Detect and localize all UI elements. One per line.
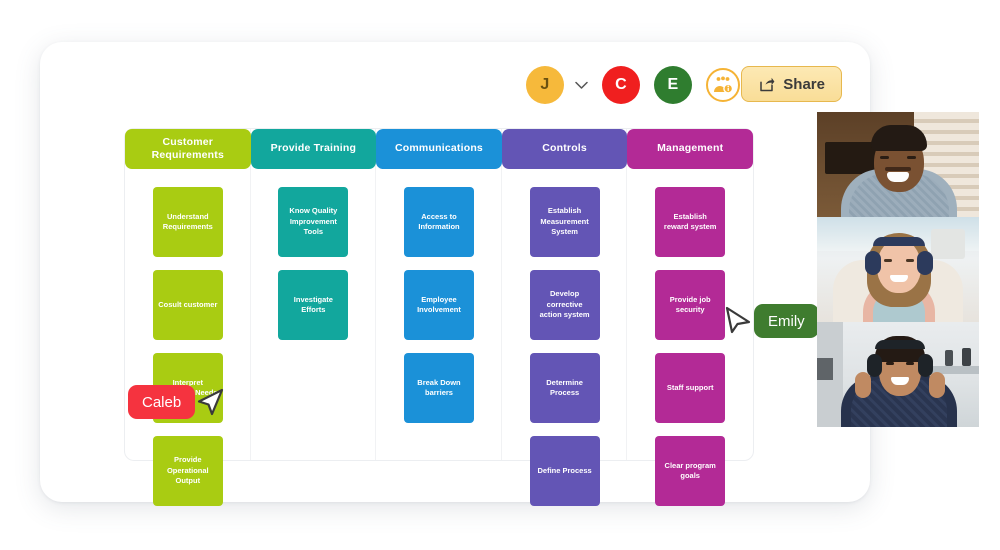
share-button-label: Share <box>783 75 825 93</box>
column-header[interactable]: Customer Requirements <box>125 129 251 169</box>
column-divider <box>251 129 377 460</box>
participant-tile-3[interactable] <box>817 322 979 427</box>
cursor-caleb: Caleb <box>128 385 225 419</box>
board-card[interactable]: Employee Involvement <box>403 270 474 340</box>
participant-tile-2[interactable] <box>817 217 979 322</box>
board-card[interactable]: Staff support <box>655 353 726 423</box>
app-window: J C E <box>40 42 870 506</box>
board-card[interactable]: Clear program goals <box>655 436 726 506</box>
column-dividers <box>125 129 753 460</box>
avatar-c-initial: C <box>615 76 627 93</box>
avatar-c[interactable]: C <box>602 66 640 104</box>
board-card[interactable]: Provide Operational Output <box>152 436 223 506</box>
column-divider <box>125 129 251 460</box>
self-avatar[interactable]: J <box>526 66 567 111</box>
cursor-pointer-icon <box>724 305 754 337</box>
board-card[interactable]: Understand Requirements <box>152 187 223 257</box>
cursor-emily: Emily <box>724 304 819 338</box>
avatar-e[interactable]: E <box>654 66 692 104</box>
avatar-e-initial: E <box>667 76 679 93</box>
chevron-down-icon[interactable] <box>574 78 588 92</box>
board-card-empty-slot <box>404 436 474 506</box>
column-header[interactable]: Controls <box>501 129 628 169</box>
board-card[interactable]: Define Process <box>529 436 600 506</box>
board-card[interactable]: Investigate Efforts <box>278 270 349 340</box>
board-card[interactable]: Access to Information <box>403 187 474 257</box>
board-card[interactable]: Determine Process <box>529 353 600 423</box>
cursor-pointer-icon <box>195 386 225 418</box>
participant-tile-1[interactable] <box>817 112 979 217</box>
share-button[interactable]: Share <box>741 66 842 102</box>
toolbar: J C E <box>40 42 870 128</box>
board-card[interactable]: Break Down barriers <box>403 353 474 423</box>
board-card[interactable]: Establish Measurement System <box>529 187 600 257</box>
tile-2-video <box>817 217 979 322</box>
share-arrow-icon <box>758 76 775 93</box>
board-card[interactable]: Develop corrective action system <box>529 270 600 340</box>
presence-avatars: J C E <box>526 66 740 111</box>
board-card[interactable]: Provide job security <box>655 270 726 340</box>
column-divider <box>502 129 628 460</box>
cursor-label-caleb: Caleb <box>128 385 196 419</box>
column-header[interactable]: Management <box>627 129 753 169</box>
cursor-label-emily: Emily <box>754 304 819 338</box>
column-divider <box>376 129 502 460</box>
people-info-icon[interactable] <box>706 68 740 102</box>
video-tiles <box>817 112 979 427</box>
board-card[interactable]: Know Quality Improvement Tools <box>278 187 349 257</box>
board-card-empty-slot <box>278 353 348 423</box>
self-avatar-initial: J <box>540 76 550 93</box>
board-card-empty-slot <box>278 436 348 506</box>
tile-3-video <box>817 322 979 427</box>
column-header[interactable]: Communications <box>376 129 502 169</box>
board-card[interactable]: Cosult customer <box>152 270 223 340</box>
column-header[interactable]: Provide Training <box>250 129 377 169</box>
board-card[interactable]: Establish reward system <box>655 187 726 257</box>
tile-1-video <box>817 112 979 217</box>
